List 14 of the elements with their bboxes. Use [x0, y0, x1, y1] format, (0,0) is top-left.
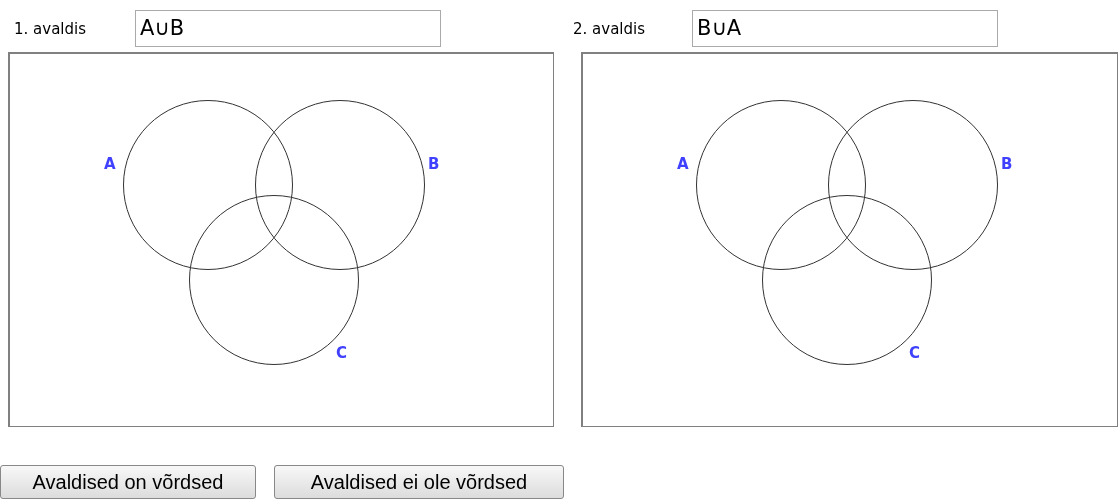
set-label: B — [1001, 157, 1013, 172]
diagram-panel — [8, 52, 554, 427]
set-label: C — [909, 346, 920, 361]
set-label: A — [677, 157, 689, 172]
diagram-panel — [581, 52, 1118, 427]
expression-label: 2. avaldis — [573, 19, 645, 40]
input-field: B∪A — [692, 10, 998, 47]
input-field: A∪B — [135, 10, 441, 47]
set-label: B — [428, 157, 440, 172]
set-label: A — [104, 157, 116, 172]
not-equal-button: Avaldised ei ole võrdsed — [274, 465, 564, 499]
expression-label: 1. avaldis — [14, 19, 86, 40]
equal-button: Avaldised on võrdsed — [0, 465, 256, 499]
set-label: C — [336, 346, 347, 361]
